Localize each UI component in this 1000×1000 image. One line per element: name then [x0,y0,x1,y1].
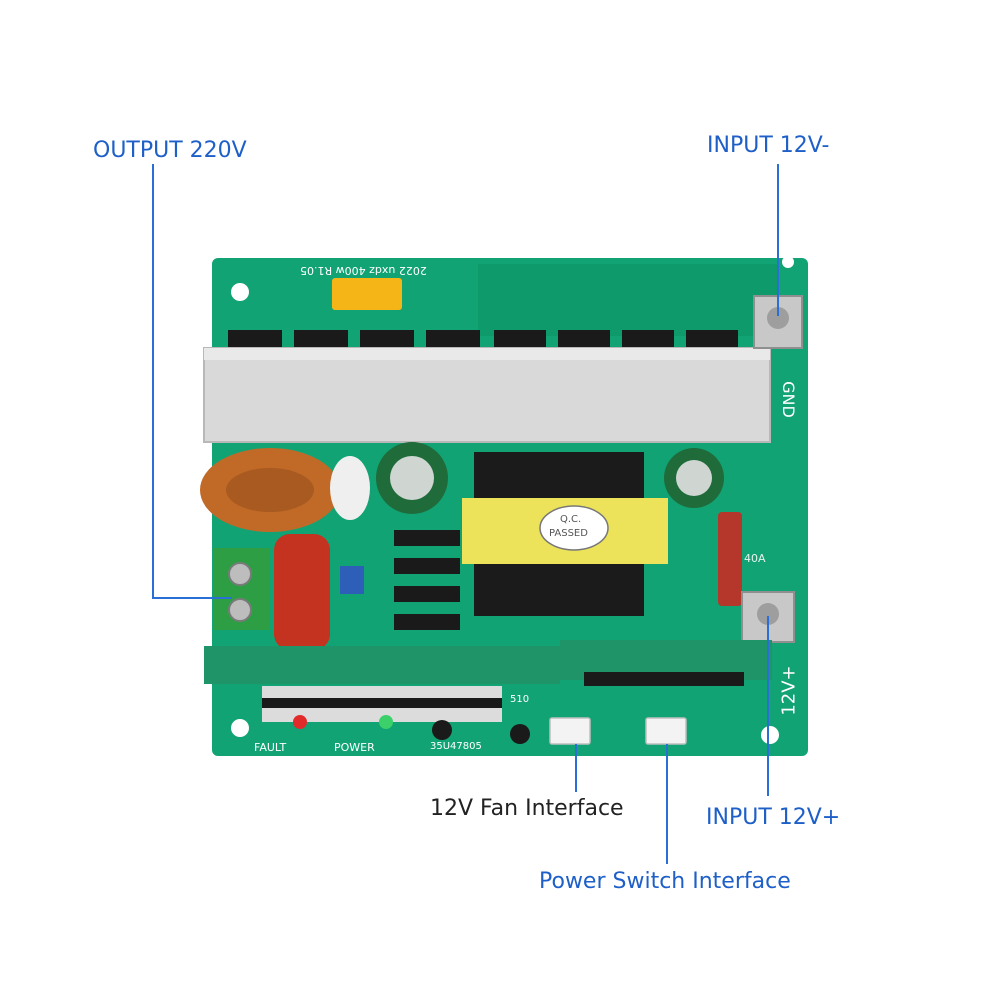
regulator-text: 35U47805 [430,741,482,752]
fan-connector [549,717,591,745]
gnd-label: GND [778,381,798,418]
output-220v-label: OUTPUT 220V [93,138,247,163]
input-12v-positive-label: INPUT 12V+ [706,805,841,830]
pin-header [584,672,744,686]
output-leader-vertical [152,164,154,598]
transistor [510,724,530,744]
mounting-hole [782,256,794,268]
fuse-rating: 40A [744,552,766,565]
power-text: POWER [334,741,375,754]
mounting-hole [231,283,249,301]
input-pos-leader [767,616,769,796]
fuse [718,512,742,606]
heatsink [203,347,771,443]
switch-leader [666,744,668,864]
x-capacitor [274,534,330,650]
diode-bank [394,530,460,630]
power-switch-interface-label: Power Switch Interface [539,869,791,894]
input-neg-leader [777,164,779,316]
qc-line-1: Q.C. [560,514,582,525]
control-board [204,646,560,684]
trimmer-pot [340,566,364,594]
output-leader-horizontal [152,597,232,599]
film-capacitor [332,278,402,310]
switch-connector [645,717,687,745]
perf-area [478,264,778,336]
qc-sticker [539,505,609,551]
power-led [379,715,393,729]
fault-led [293,715,307,729]
resistor-text: 510 [510,694,530,705]
qc-line-2: PASSED [549,528,588,539]
board-header-text: 2022 uxdz 400w R1.05 [300,264,427,277]
fault-text: FAULT [254,741,287,754]
input-12v-negative-label: INPUT 12V- [707,133,830,158]
fan-leader [575,744,577,792]
mounting-hole [761,726,779,744]
voltage-regulator [432,720,452,740]
mosfet-row [228,330,738,352]
mounting-hole [231,719,249,737]
fan-interface-label: 12V Fan Interface [430,796,624,821]
v12-label: 12V+ [778,665,800,716]
